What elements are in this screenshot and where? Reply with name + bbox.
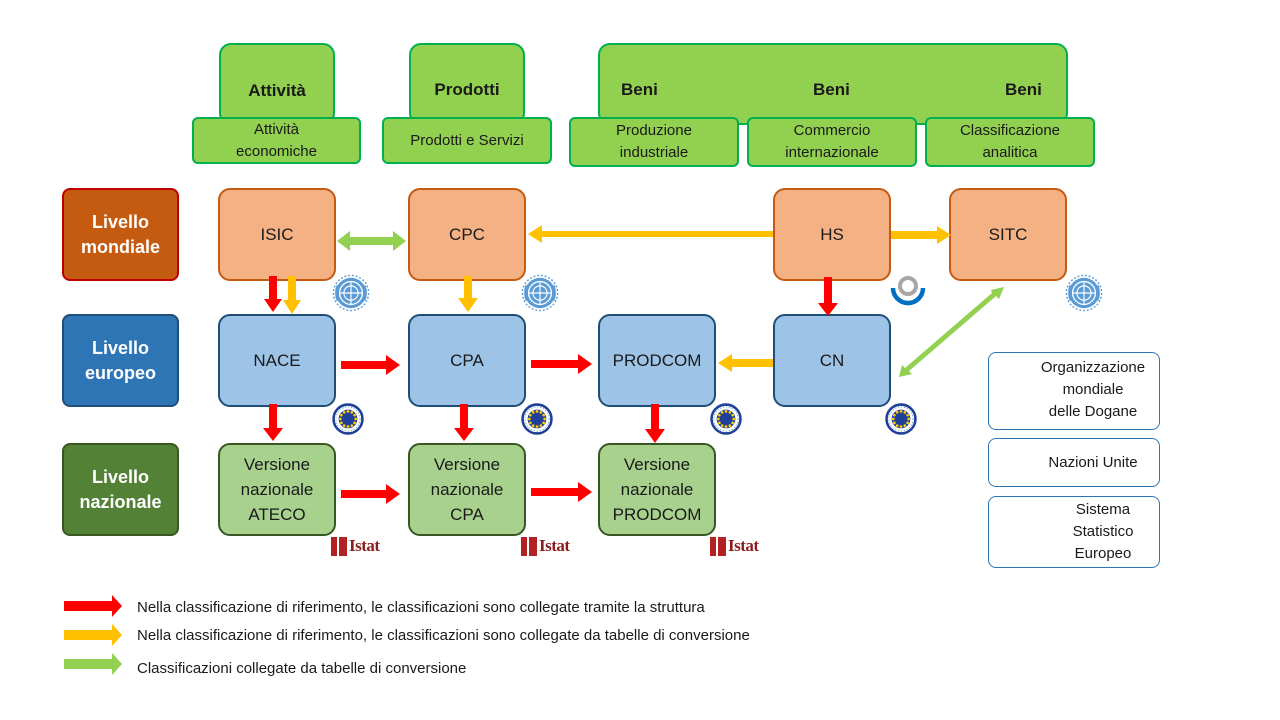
category-header-beni-1: Beni [621,80,658,99]
node-cpc: CPC [408,188,526,281]
legend-yellow-arrow-body [64,630,114,640]
red-arrows [263,276,838,504]
green-arrows [337,231,1004,377]
category-header-attivita: Attività [248,81,306,100]
node-hs: HS [773,188,891,281]
legend-label-ess: Sistema Statistico Europeo [1072,501,1134,562]
un-logo-icon [332,274,370,312]
category-sub-prodotti-servizi: Prodotti e Servizi [382,117,552,164]
category-tab-beni: Beni Beni Beni [598,43,1068,125]
category-sub-commercio-internazionale: Commercio internazionale [747,117,917,167]
node-cpa: CPA [408,314,526,407]
level-mondiale: Livello mondiale [62,188,179,281]
arrow-legend-red-text: Nella classificazione di riferimento, le… [137,599,705,616]
arrow-legend-green-text: Classificazioni collegate da tabelle di … [137,660,467,677]
category-tab-attivita: Attività [219,43,335,125]
node-isic: ISIC [218,188,336,281]
category-header-beni-3: Beni [1005,80,1042,99]
legend-red-arrow-body [64,601,114,611]
level-europeo: Livello europeo [62,314,179,407]
category-sub-classificazione-analitica: Classificazione analitica [925,117,1095,167]
legend-green-arrow-head [112,653,122,675]
category-header-prodotti: Prodotti [434,80,500,99]
node-cn: CN [773,314,891,407]
legend-yellow-arrow-head [112,624,122,646]
node-cpa-nazionale: Versione nazionale CPA [408,443,526,536]
un-logo-icon [521,274,559,312]
istat-logo-cpa: Istat [539,536,570,555]
legend-label-un: Nazioni Unite [1048,454,1138,471]
yellow-arrows [283,225,951,372]
legend-green-arrow-body [64,659,114,669]
legend-box-wco: Organizzazione mondiale delle Dogane [988,352,1160,430]
level-nazionale: Livello nazionale [62,443,179,536]
category-header-beni-2: Beni [813,80,850,99]
node-ateco-nazionale: Versione nazionale ATECO [218,443,336,536]
arrow-legend-yellow-text: Nella classificazione di riferimento, le… [137,627,750,644]
category-sub-attivita-economiche: Attività economiche [192,117,361,164]
istat-logo-marks [331,537,726,556]
un-logo-icon [1065,274,1103,312]
node-prodcom-nazionale: Versione nazionale PRODCOM [598,443,716,536]
eu-logo-icon [521,403,553,435]
eu-logo-icon [332,403,364,435]
category-sub-produzione-industriale: Produzione industriale [569,117,739,167]
legend-label-wco: Organizzazione mondiale delle Dogane [1040,359,1146,420]
eu-logo-icon [710,403,742,435]
eu-logo-icon [885,403,917,435]
legend-box-un: Nazioni Unite [988,438,1160,487]
legend-box-ess: Sistema Statistico Europeo [988,496,1160,568]
node-prodcom: PRODCOM [598,314,716,407]
legend-red-arrow-head [112,595,122,617]
istat-logo-prodcom: Istat [728,536,759,555]
wco-logo-icon [893,278,923,306]
istat-logo-ateco: Istat [349,536,380,555]
